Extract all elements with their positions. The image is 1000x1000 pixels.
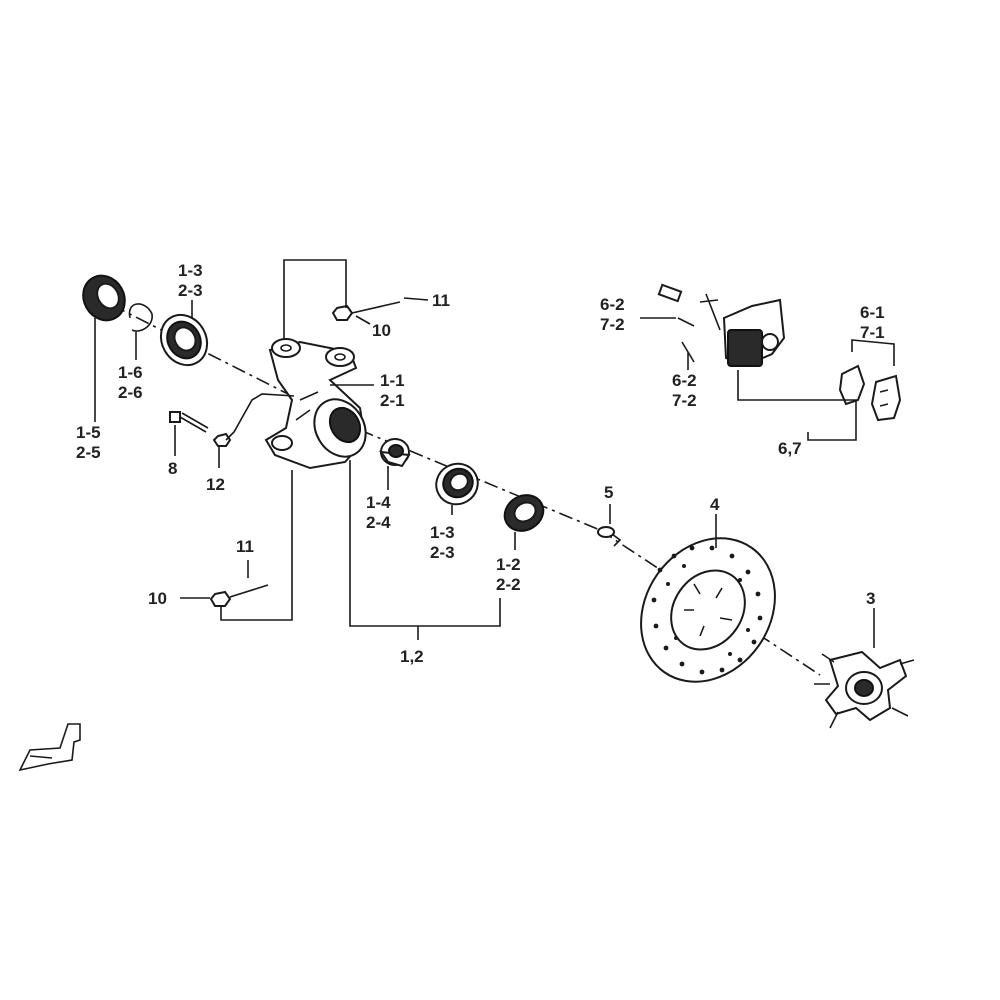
label-6-1: 6-1 [860, 303, 885, 322]
assembly-axis-line [111, 304, 821, 676]
nut-10-bottom [209, 584, 269, 607]
bolt-8 [169, 411, 209, 433]
leader-nut-12 [225, 393, 295, 441]
label-1-2: 1-2 [496, 555, 521, 574]
label-1-3-top: 1-3 [178, 261, 203, 280]
label-7-2-top: 7-2 [600, 315, 625, 334]
label-2-3-mid: 2-3 [430, 543, 455, 562]
bearing-lower [435, 462, 479, 506]
label-2-5: 2-5 [76, 443, 101, 462]
circlip [128, 303, 153, 332]
direction-arrow-icon [18, 723, 81, 772]
brake-disc [640, 537, 776, 683]
label-11-top: 11 [432, 291, 450, 310]
label-2-2: 2-2 [496, 575, 521, 594]
nut-12 [212, 432, 232, 447]
label-1-5: 1-5 [76, 423, 101, 442]
callout-labels: 1-5 2-5 1-6 2-6 1-3 2-3 11 10 1-1 2-1 8 … [76, 261, 885, 666]
label-6-2-top: 6-2 [600, 295, 625, 314]
label-7-2-bottom: 7-2 [672, 391, 697, 410]
label-1-1: 1-1 [380, 371, 405, 390]
label-2-4: 2-4 [366, 513, 391, 532]
oil-seal-left [82, 274, 126, 322]
label-5: 5 [604, 483, 613, 502]
oil-seal-right [503, 494, 545, 532]
label-2-3-top: 2-3 [178, 281, 203, 300]
label-10-top: 10 [372, 321, 391, 340]
slide-pin-upper [657, 283, 695, 327]
label-6-2-bottom: 6-2 [672, 371, 697, 390]
label-1-2-group: 1,2 [400, 647, 424, 666]
label-2-6: 2-6 [118, 383, 143, 402]
wheel-hub [814, 650, 915, 729]
label-6-7-group: 6,7 [778, 439, 802, 458]
label-2-1: 2-1 [380, 391, 405, 410]
label-7-1: 7-1 [860, 323, 885, 342]
label-4: 4 [710, 495, 720, 514]
brake-pads [838, 364, 902, 422]
label-10-bottom: 10 [148, 589, 167, 608]
label-1-4: 1-4 [366, 493, 391, 512]
nut-10-top [331, 301, 401, 321]
label-3: 3 [866, 589, 875, 608]
disc-holes [651, 545, 763, 675]
brake-caliper [699, 293, 786, 368]
label-11-bottom: 11 [236, 537, 254, 556]
label-1-6: 1-6 [118, 363, 143, 382]
label-12: 12 [206, 475, 225, 494]
label-8: 8 [168, 459, 177, 478]
label-1-3-mid: 1-3 [430, 523, 455, 542]
steering-knuckle [264, 338, 367, 470]
bolt-5 [597, 526, 622, 547]
bearing-upper [159, 313, 209, 367]
leader-lines [94, 259, 895, 648]
bushing [378, 438, 411, 468]
